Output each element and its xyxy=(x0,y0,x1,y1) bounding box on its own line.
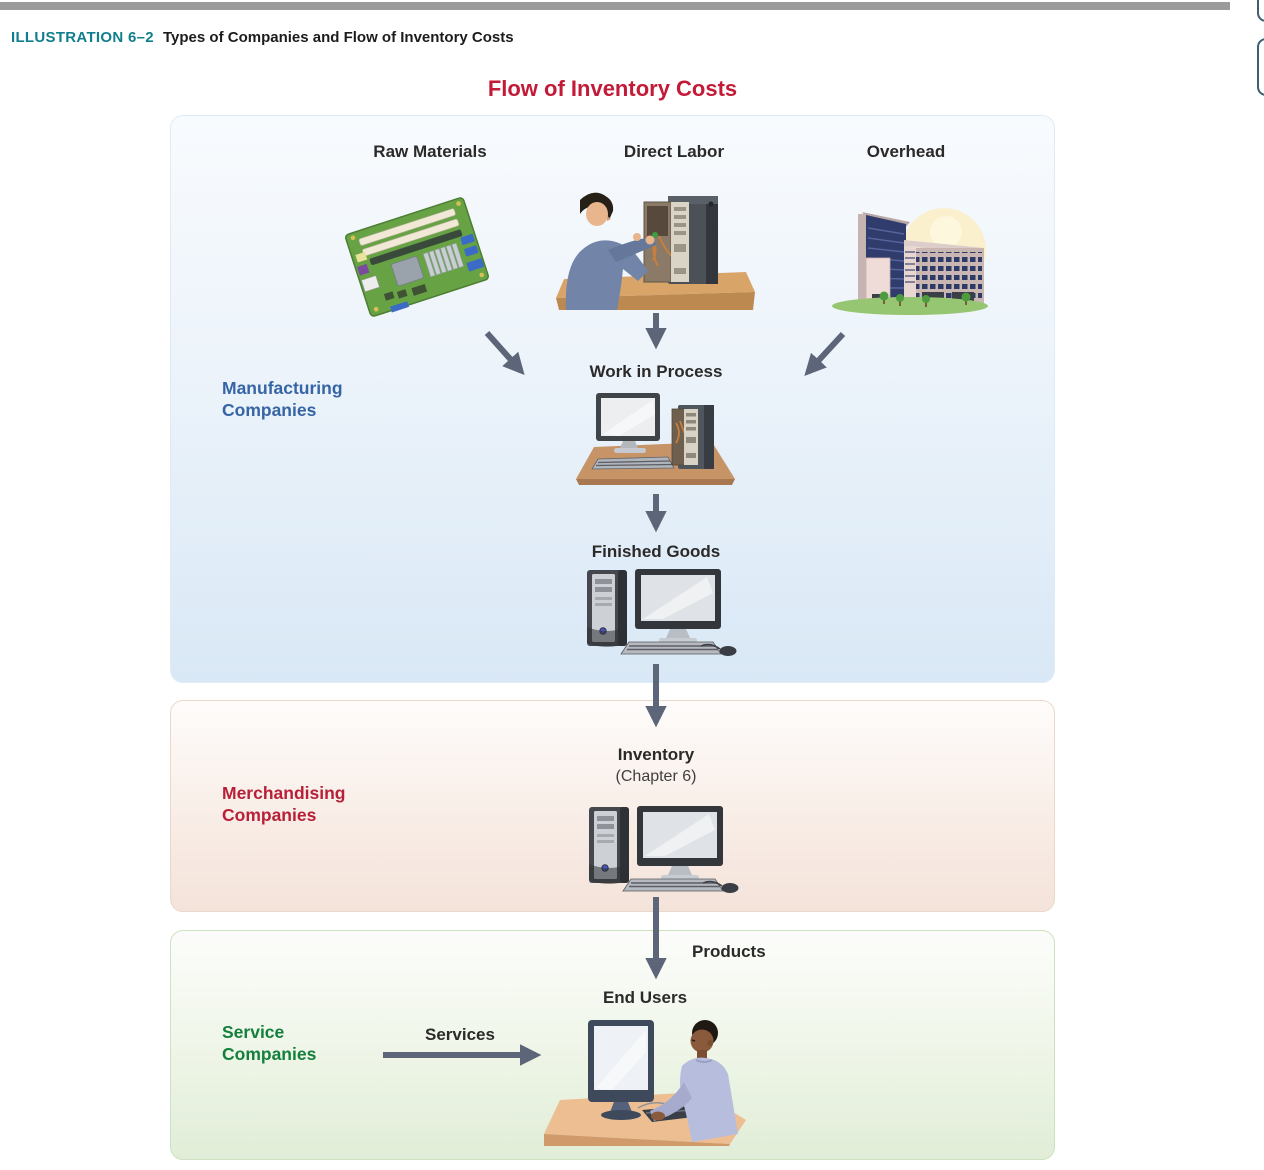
sidebar-cutoff-card-bottom[interactable] xyxy=(1257,38,1264,96)
illustration-number-label: ILLUSTRATION 6–2 xyxy=(11,29,154,46)
section-label-line: Companies xyxy=(222,400,317,420)
node-label-services: Services xyxy=(425,1025,495,1044)
node-label-end-users: End Users xyxy=(602,988,688,1007)
inventory-title: Inventory xyxy=(617,745,695,764)
work-in-process-computer-icon xyxy=(572,387,738,492)
inventory-computer-icon xyxy=(579,802,739,902)
technician-assembling-computer-icon xyxy=(550,176,757,318)
inventory-subtitle: (Chapter 6) xyxy=(615,768,697,785)
section-label-service: Service Companies xyxy=(222,1021,316,1065)
sidebar-cutoff-card-top[interactable] xyxy=(1257,0,1264,22)
diagram-title: Flow of Inventory Costs xyxy=(487,76,738,101)
circuit-board-icon xyxy=(338,186,496,333)
person-using-computer-icon xyxy=(532,1004,769,1151)
illustration-title: Types of Companies and Flow of Inventory… xyxy=(163,29,514,46)
finished-goods-computer-icon xyxy=(577,565,737,665)
node-label-finished-goods: Finished Goods xyxy=(591,542,721,561)
node-label-direct-labor: Direct Labor xyxy=(623,142,725,161)
node-label-work-in-process: Work in Process xyxy=(589,362,723,381)
section-label-line: Companies xyxy=(222,1044,317,1064)
section-label-merchandising: Merchandising Companies xyxy=(222,782,346,826)
node-label-inventory: Inventory (Chapter 6) xyxy=(546,745,766,786)
section-label-line: Service xyxy=(222,1022,285,1042)
node-label-overhead: Overhead xyxy=(866,142,946,161)
section-label-line: Companies xyxy=(222,805,317,825)
top-divider-bar xyxy=(0,2,1230,10)
office-buildings-icon xyxy=(826,194,996,323)
node-label-raw-materials: Raw Materials xyxy=(373,142,487,161)
section-label-line: Merchandising xyxy=(222,783,346,803)
node-label-products: Products xyxy=(692,942,766,961)
section-label-manufacturing: Manufacturing Companies xyxy=(222,377,343,421)
section-label-line: Manufacturing xyxy=(222,378,343,398)
